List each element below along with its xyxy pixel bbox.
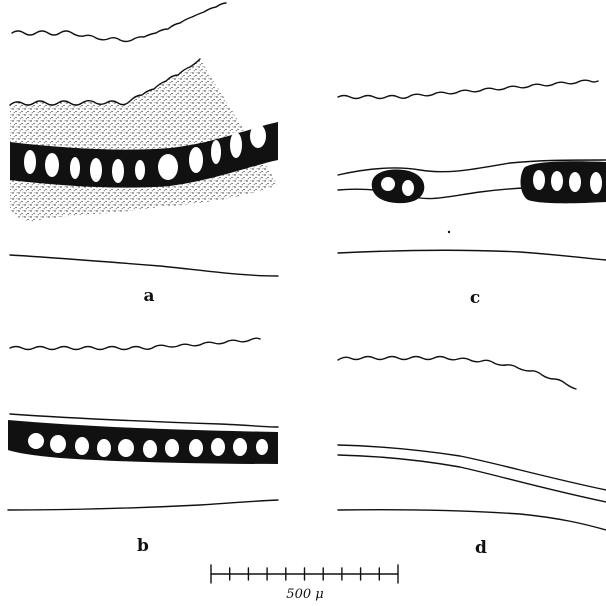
scale-bar-label: 500 μ bbox=[286, 587, 323, 602]
panel-d: d bbox=[338, 357, 606, 559]
panel-a-label: a bbox=[143, 286, 154, 306]
panel-b: b bbox=[8, 338, 278, 556]
panel-b-upper-wavy-surface bbox=[10, 338, 260, 349]
panel-c-upper-wavy-surface bbox=[338, 80, 598, 98]
panel-c-debris-dot bbox=[448, 231, 450, 233]
panel-a-upper-wavy-surface bbox=[12, 3, 226, 42]
panel-b-label: b bbox=[137, 536, 149, 556]
panel-d-outer-wall-line bbox=[338, 445, 606, 490]
scale-bar: 500 μ bbox=[211, 565, 398, 602]
panel-a: a bbox=[10, 3, 278, 306]
panel-c-label: c bbox=[470, 288, 480, 308]
panel-a-lower-boundary bbox=[10, 255, 278, 276]
panel-d-upper-wavy-surface bbox=[338, 357, 576, 390]
panel-c: c bbox=[338, 80, 606, 308]
panel-d-lower-boundary bbox=[338, 510, 606, 530]
panel-c-lower-boundary bbox=[338, 250, 606, 260]
panel-c-left-cell-group bbox=[372, 170, 425, 204]
panel-d-inner-wall-line bbox=[338, 455, 606, 502]
panel-d-label: d bbox=[475, 538, 487, 558]
panel-b-lower-boundary bbox=[8, 500, 278, 510]
